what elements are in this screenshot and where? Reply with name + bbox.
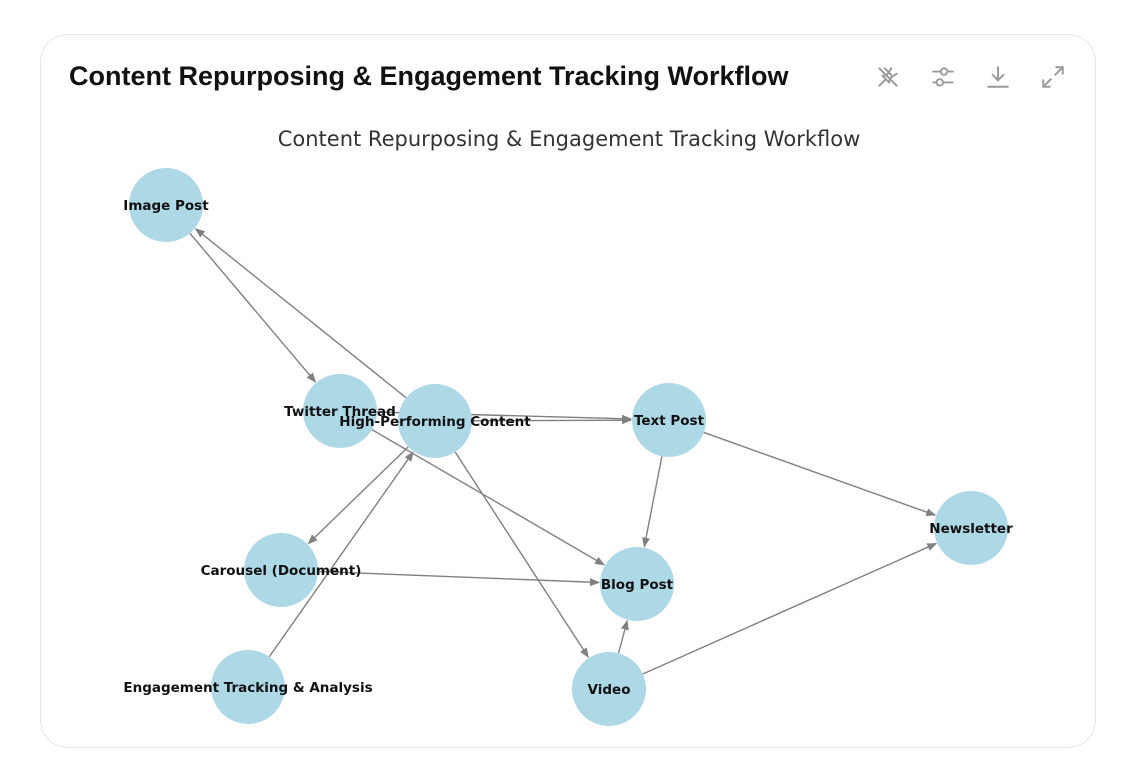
node-label-video: Video	[588, 682, 631, 698]
edge-carousel-to-blog_post	[317, 570, 601, 587]
node-label-carousel: Carousel (Document)	[201, 563, 362, 579]
node-label-twitter_thread: Twitter Thread	[284, 404, 396, 420]
node-engagement	[211, 650, 285, 724]
edge-high_performing-to-text_post	[471, 416, 633, 425]
node-image_post	[129, 168, 203, 242]
sliders-icon	[932, 67, 954, 87]
pin-off-button[interactable]	[874, 63, 902, 91]
expand-icon	[1042, 66, 1064, 88]
card-title: Content Repurposing & Engagement Trackin…	[69, 61, 789, 91]
edge-image_post-to-twitter_thread	[189, 232, 317, 383]
edge-text_post-to-newsletter	[703, 431, 937, 516]
edges-layer	[189, 228, 938, 675]
edge-video-to-newsletter	[642, 542, 938, 675]
node-label-text_post: Text Post	[634, 413, 705, 429]
settings-button[interactable]	[929, 63, 957, 91]
edge-text_post-to-blog_post	[642, 456, 663, 548]
diagram-card: Content Repurposing & Engagement Trackin…	[40, 34, 1096, 748]
edge-high_performing-to-image_post	[194, 228, 407, 399]
card-toolbar	[874, 63, 1067, 91]
node-newsletter	[934, 491, 1008, 565]
edge-high_performing-to-video	[454, 451, 589, 658]
node-carousel	[244, 533, 318, 607]
node-label-engagement: Engagement Tracking & Analysis	[123, 680, 372, 696]
nodes-layer	[129, 168, 1008, 726]
node-blog_post	[600, 547, 674, 621]
expand-button[interactable]	[1039, 63, 1067, 91]
pin-off-icon	[878, 67, 898, 87]
node-label-high_performing: High-Performing Content	[339, 414, 531, 430]
node-label-newsletter: Newsletter	[929, 521, 1013, 537]
diagram-title: Content Repurposing & Engagement Trackin…	[278, 127, 861, 151]
edge-high_performing-to-carousel	[307, 446, 409, 545]
download-button[interactable]	[984, 63, 1012, 91]
node-label-image_post: Image Post	[123, 198, 209, 214]
download-icon	[987, 66, 1009, 88]
node-twitter_thread	[303, 374, 377, 448]
node-high_performing	[398, 384, 472, 458]
node-text_post	[632, 383, 706, 457]
node-video	[572, 652, 646, 726]
edge-video-to-blog_post	[617, 619, 629, 654]
node-label-blog_post: Blog Post	[601, 577, 674, 593]
edge-engagement-to-high_performing	[268, 451, 414, 658]
edge-twitter_thread-to-blog_post	[371, 429, 606, 566]
